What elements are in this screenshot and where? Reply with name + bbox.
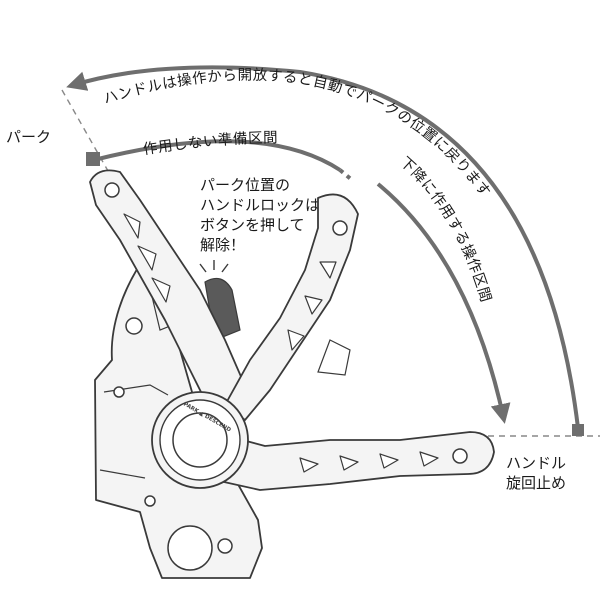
- handle-stop-line-1: ハンドル: [506, 454, 566, 472]
- park-label: パーク: [6, 128, 51, 146]
- handle-lock-callout: パーク位置の ハンドルロックは ボタンを押して 解除！: [200, 176, 320, 254]
- callout-line-1: パーク位置の: [200, 176, 290, 194]
- arc-arrows: [66, 65, 584, 436]
- callout-line-3: ボタンを押して: [200, 216, 305, 234]
- handle-stop-position: [204, 429, 495, 491]
- button-sparkle-icon: [199, 260, 229, 273]
- handle-park-position: [89, 169, 247, 413]
- handle-stop-label: ハンドル 旋回止め: [506, 454, 566, 492]
- hub-dial: PARK ▲ DESCEND: [151, 391, 249, 489]
- inactive-range-arrow: [93, 139, 342, 172]
- callout-line-2: ハンドルロックは: [200, 196, 320, 214]
- rope-hole: [167, 525, 213, 571]
- inactive-range-arrow-dash: [338, 168, 354, 182]
- body-pin-2: [113, 386, 125, 398]
- active-range-arrow: [376, 182, 511, 424]
- handle-stop-line-2: 旋回止め: [506, 474, 566, 492]
- auto-return-label: ハンドルは操作から開放すると自動でパークの位置に戻ります: [102, 67, 494, 201]
- body-pin-4: [217, 538, 233, 554]
- body-pin-1: [125, 317, 143, 335]
- auto-return-arrow: [66, 65, 580, 429]
- inactive-range-label: 作用しない準備区間: [142, 130, 278, 158]
- inactive-range-start-marker: [86, 152, 100, 166]
- auto-return-start-marker: [572, 424, 584, 436]
- body-pin-3: [144, 495, 156, 507]
- handle-middle-position: [224, 193, 359, 421]
- callout-line-4: 解除！: [200, 236, 245, 254]
